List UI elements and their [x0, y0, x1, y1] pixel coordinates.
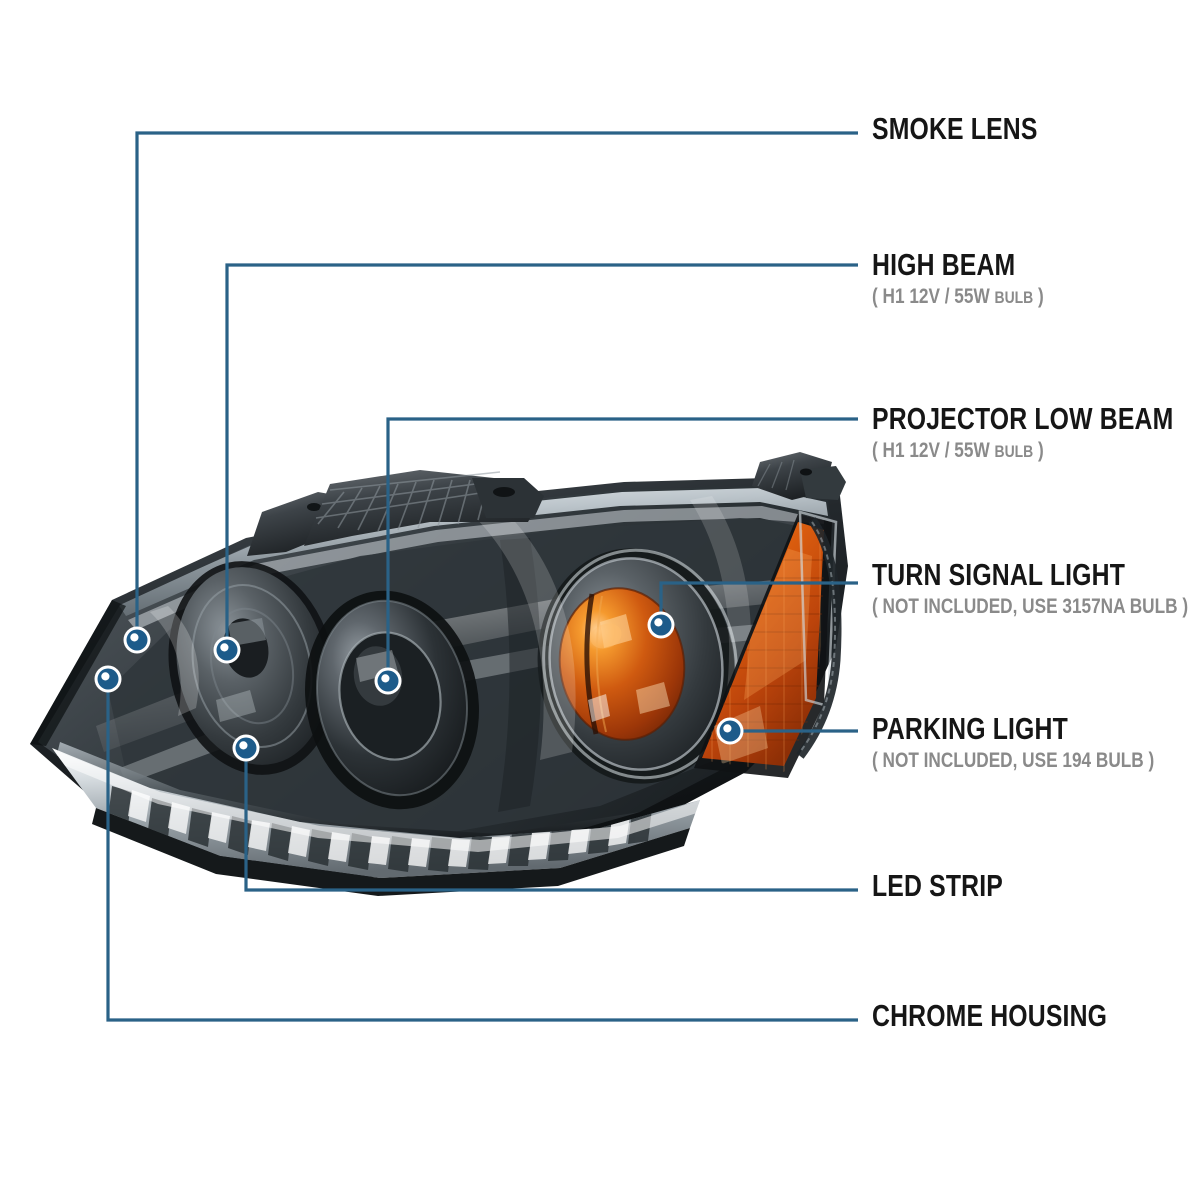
- callout-title-high-beam: HIGH BEAM: [872, 247, 1016, 282]
- callout-dot-parking-light[interactable]: [716, 717, 744, 745]
- leader-line-smoke-lens: [135, 131, 858, 640]
- callout-subtitle-high-beam: ( H1 12V / 55W BULB ): [872, 285, 1044, 308]
- callout-dot-turn-signal-light[interactable]: [647, 611, 675, 639]
- callout-subtitle-projector-low-beam: ( H1 12V / 55W BULB ): [872, 439, 1044, 462]
- lens-highlight-sweep: [96, 578, 806, 752]
- callout-subtitle-parking-light: ( NOT INCLUDED, USE 194 BULB ): [872, 749, 1155, 772]
- dot-highlight: [101, 672, 110, 681]
- callout-dot-smoke-lens[interactable]: [123, 626, 151, 654]
- projector-low-beam-lens: [305, 590, 479, 810]
- callout-label-projector-low-beam: PROJECTOR LOW BEAM ( H1 12V / 55W BULB ): [872, 402, 1200, 465]
- dot-highlight: [654, 618, 663, 627]
- leader-line-led-strip: [244, 748, 858, 892]
- lens-internals: [56, 488, 828, 852]
- callout-label-parking-light: PARKING LIGHT ( NOT INCLUDED, USE 194 BUL…: [872, 712, 1200, 774]
- callout-title-turn-signal-light: TURN SIGNAL LIGHT: [872, 557, 1126, 592]
- leader-line-projector-low-beam: [386, 417, 858, 681]
- dot-highlight: [130, 633, 139, 642]
- dot-highlight: [239, 741, 248, 750]
- callout-title-smoke-lens: SMOKE LENS: [872, 111, 1038, 146]
- lower-gasket: [92, 808, 690, 896]
- callout-title-projector-low-beam: PROJECTOR LOW BEAM: [872, 401, 1174, 436]
- subtitle-bulb-token: BULB: [994, 442, 1034, 461]
- mounting-tab-center: [304, 470, 544, 546]
- callout-title-parking-light: PARKING LIGHT: [872, 711, 1068, 746]
- callout-dot-projector-low-beam[interactable]: [374, 667, 402, 695]
- leader-line-turn-signal-light: [659, 581, 858, 625]
- dot-highlight: [381, 674, 390, 683]
- callout-label-led-strip: LED STRIP: [872, 869, 1036, 903]
- high-beam-reflector: [168, 561, 336, 775]
- callout-dot-led-strip[interactable]: [232, 734, 260, 762]
- leader-line-chrome-housing: [106, 679, 858, 1022]
- leader-line-high-beam: [225, 263, 858, 650]
- mounting-tab-right: [752, 452, 846, 500]
- led-strip: [52, 748, 700, 896]
- callout-title-chrome-housing: CHROME HOUSING: [872, 998, 1108, 1033]
- callout-subtitle-turn-signal-light: ( NOT INCLUDED, USE 3157NA BULB ): [872, 595, 1189, 618]
- dot-highlight: [723, 724, 732, 733]
- callout-dot-high-beam[interactable]: [213, 636, 241, 664]
- callout-label-smoke-lens: SMOKE LENS: [872, 112, 1079, 146]
- callout-title-led-strip: LED STRIP: [872, 868, 1003, 903]
- callout-label-turn-signal-light: TURN SIGNAL LIGHT ( NOT INCLUDED, USE 315…: [872, 558, 1200, 620]
- callout-dot-chrome-housing[interactable]: [94, 665, 122, 693]
- dot-highlight: [220, 643, 229, 652]
- subtitle-bulb-token: BULB: [994, 288, 1034, 307]
- callout-label-chrome-housing: CHROME HOUSING: [872, 999, 1166, 1033]
- callout-label-high-beam: HIGH BEAM ( H1 12V / 55W BULB ): [872, 248, 1081, 311]
